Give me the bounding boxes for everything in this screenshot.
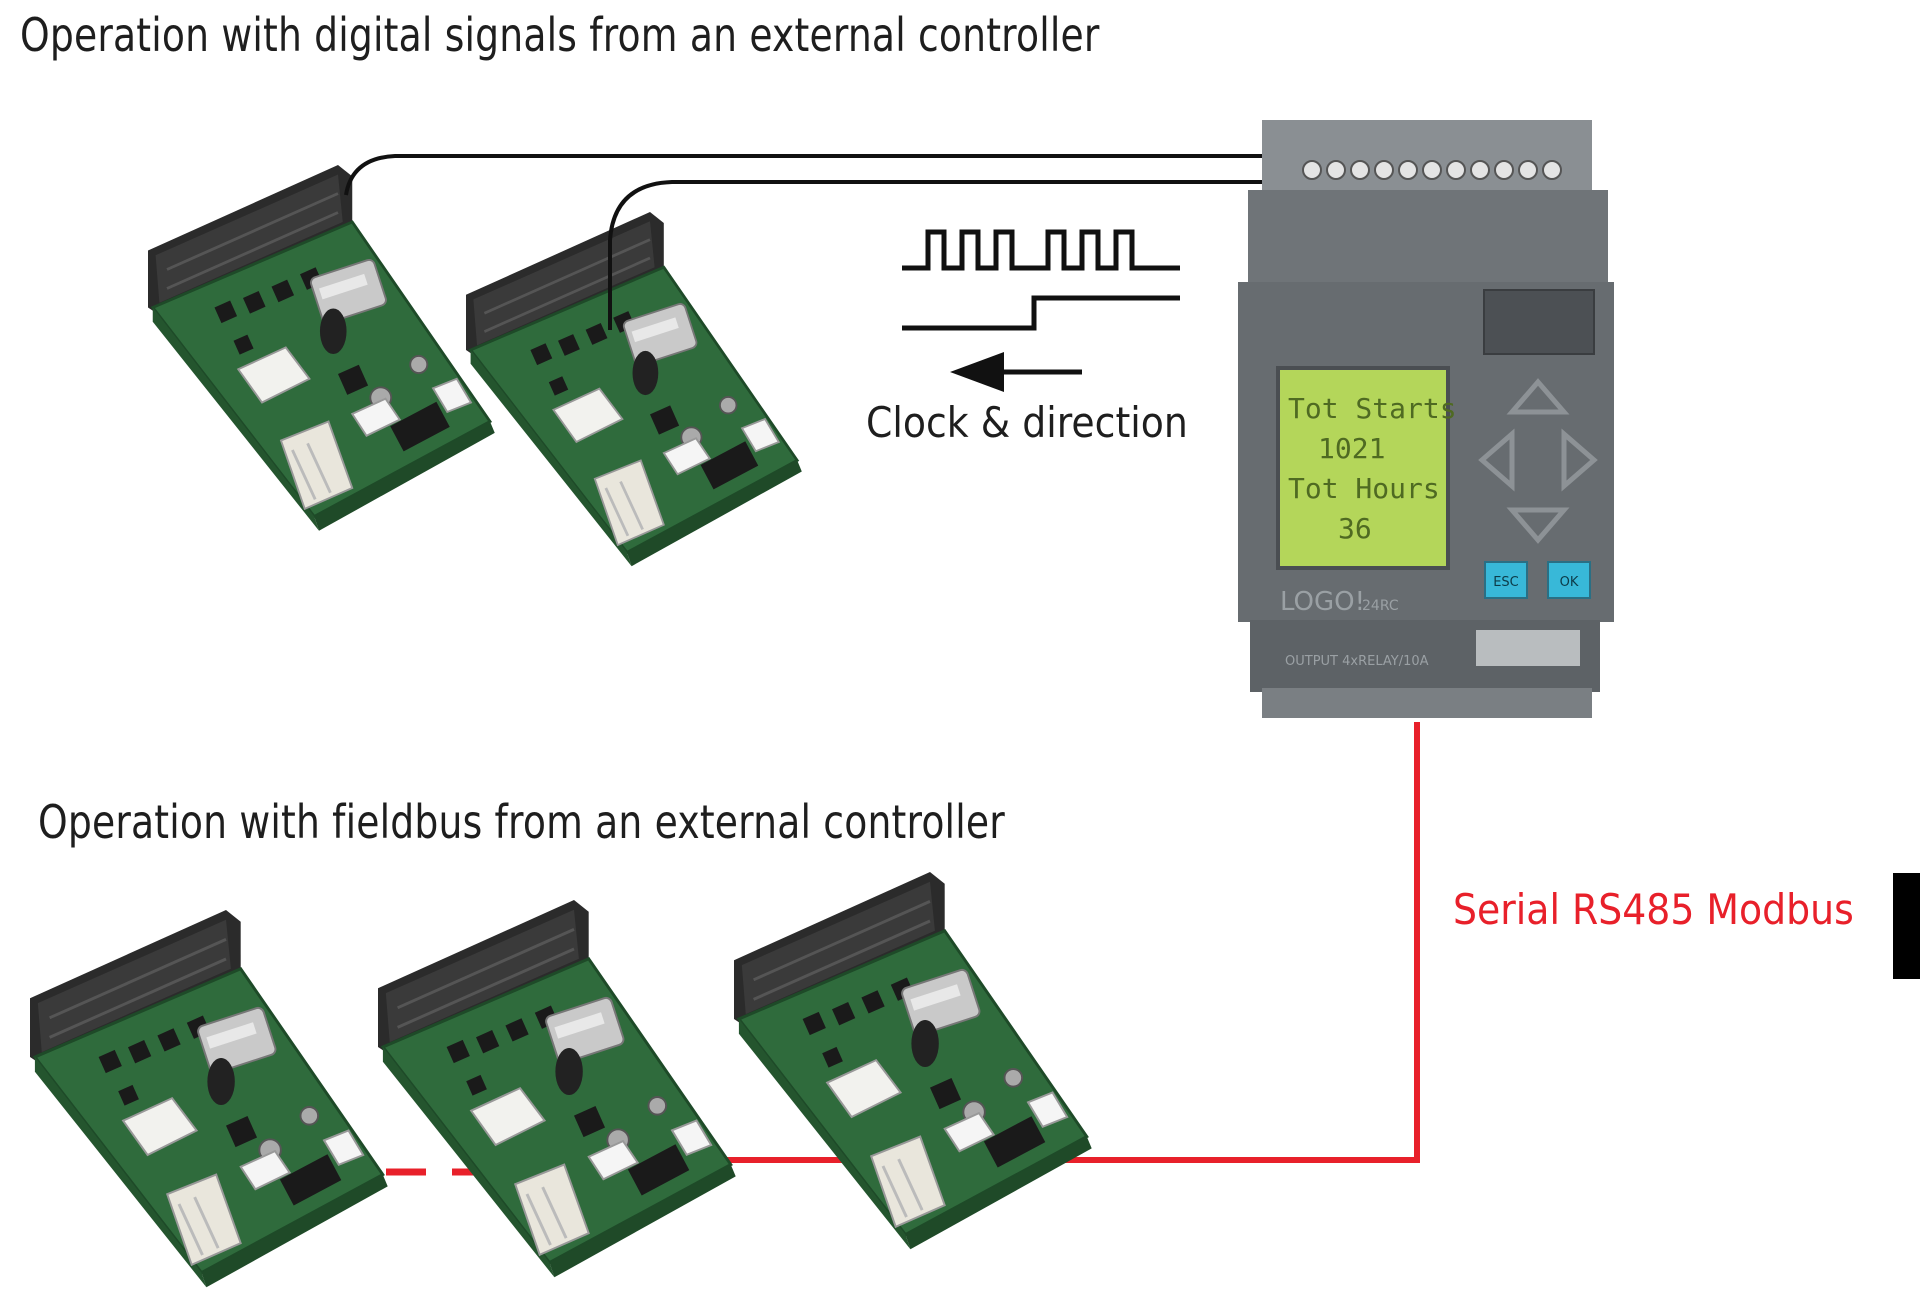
lcd-line-4: 36 xyxy=(1338,512,1372,545)
clock-pulse-signal xyxy=(902,229,1180,271)
ok-button xyxy=(1547,561,1591,599)
digital-section-title: Operation with digital signals from an e… xyxy=(20,8,1100,62)
esc-label: ESC xyxy=(1493,575,1519,590)
modbus-label: Serial RS485 Modbus xyxy=(1453,885,1854,934)
lcd-line-3: Tot Hours xyxy=(1288,472,1440,505)
top-drive-2 xyxy=(464,210,804,568)
fieldbus-section-title: Operation with fieldbus from an external… xyxy=(38,795,1005,849)
top-drive-1 xyxy=(146,163,497,533)
plc-model-label: LOGO! xyxy=(1280,587,1365,617)
bus-drive-3 xyxy=(732,870,1094,1251)
terminal-row xyxy=(1302,160,1562,180)
ok-label: OK xyxy=(1560,575,1579,590)
direction-signal xyxy=(902,295,1180,331)
plc-controller: Tot Starts 1021 Tot Hours 36 ESC OK LOGO… xyxy=(1238,120,1614,718)
clock-wire xyxy=(344,154,1262,196)
lcd-line-1: Tot Starts xyxy=(1288,392,1457,425)
nav-keypad xyxy=(1478,378,1598,544)
clock-direction-label: Clock & direction xyxy=(866,398,1188,447)
edge-bar xyxy=(1893,873,1920,979)
plc-output-label: OUTPUT 4xRELAY/10A xyxy=(1285,654,1429,669)
bus-drive-1 xyxy=(28,908,390,1289)
direction-wire xyxy=(608,180,1262,330)
plc-variant-label: 24RC xyxy=(1362,598,1399,614)
modbus-wire xyxy=(1080,722,1420,1163)
esc-button xyxy=(1484,561,1528,599)
bus-drive-2 xyxy=(376,898,738,1279)
arrow-left-icon xyxy=(950,352,1082,392)
lcd-line-2: 1021 xyxy=(1318,432,1385,465)
